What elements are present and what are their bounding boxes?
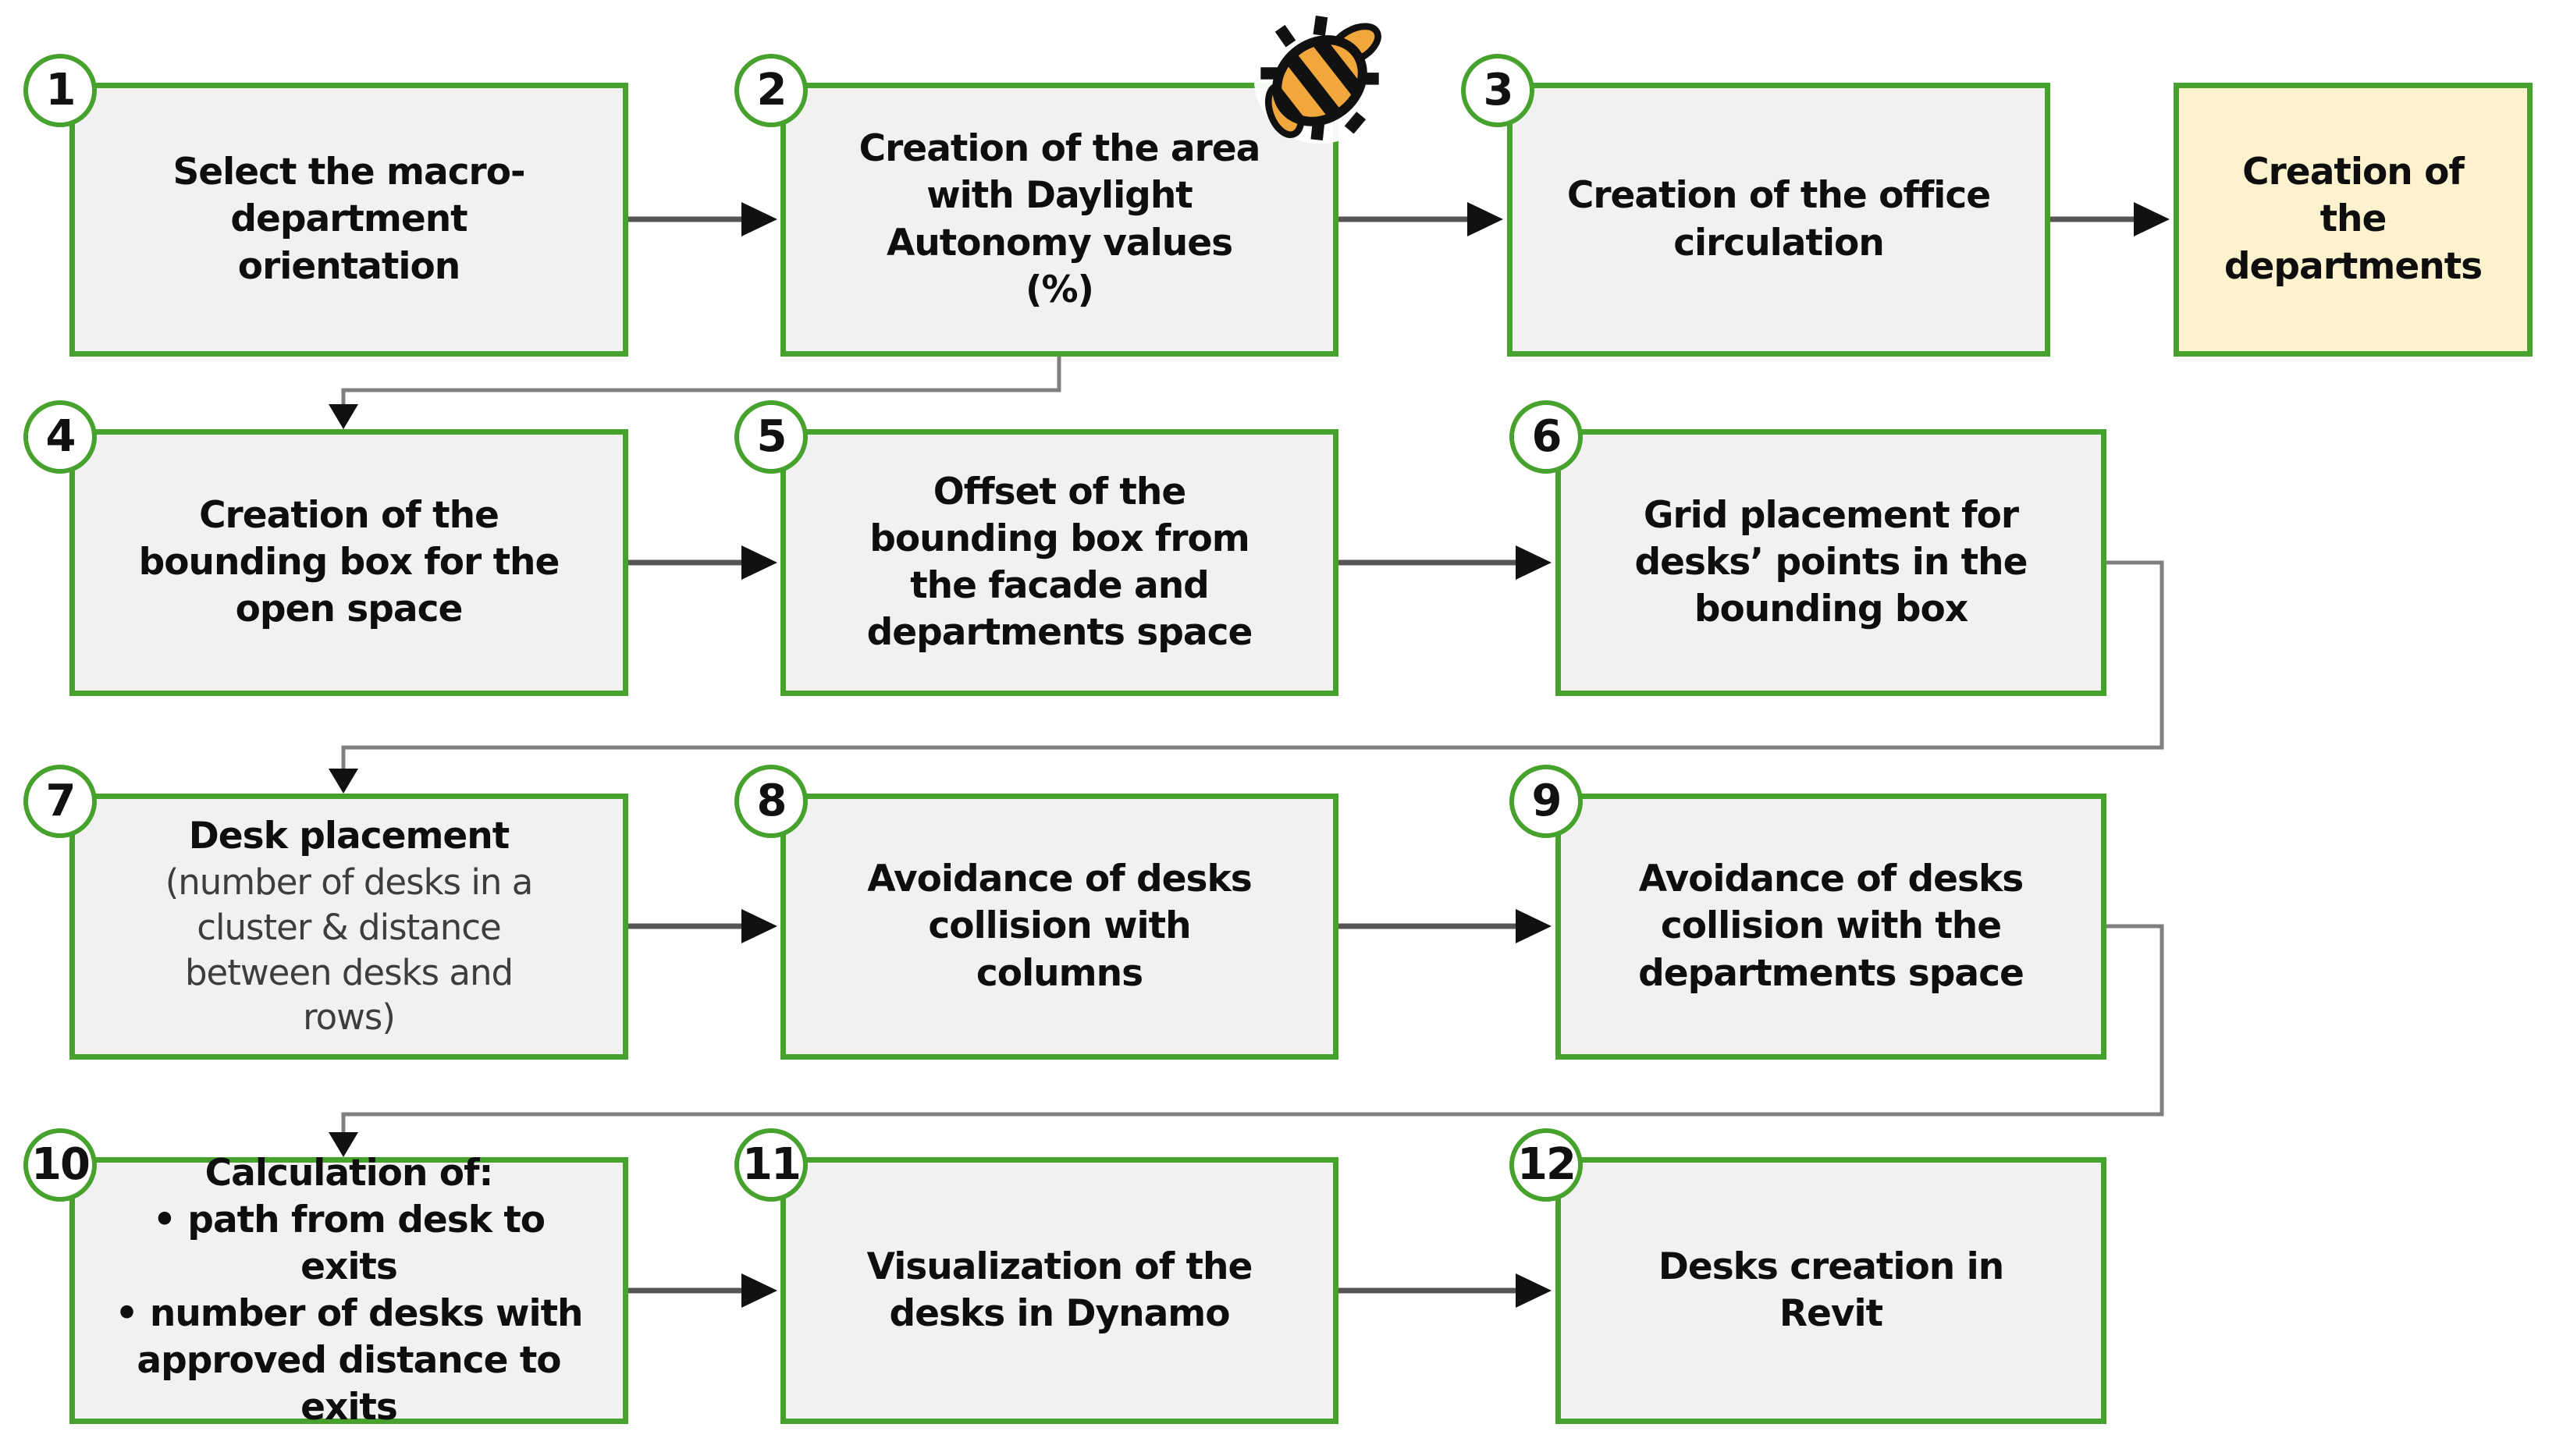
arrow-step5-step6 [1338, 545, 1552, 580]
connector-step6-step7 [329, 560, 2164, 794]
step-10-bullet-1: • path from desk to exits [152, 1198, 546, 1288]
step-number-badge-3: 3 [1461, 54, 1534, 127]
step-box-9: 9 Avoidance of desks collision with the … [1509, 765, 2106, 1060]
step-number-badge-12: 12 [1509, 1128, 1583, 1202]
step-box-11: 11 Visualization of the desks in Dynamo [734, 1128, 1338, 1424]
step-number-badge-9: 9 [1509, 765, 1583, 838]
arrow-step10-step11 [628, 1273, 777, 1308]
arrow-step2-step3 [1338, 202, 1503, 236]
connector-step9-step10 [329, 924, 2164, 1157]
step-box-8: 8 Avoidance of desks collision with colu… [734, 765, 1338, 1060]
step-label-6: Grid placement for desks’ points in the … [1634, 493, 2028, 631]
step-number-7: 7 [45, 776, 76, 827]
departments-label: Creation of the departments [2224, 151, 2483, 288]
step-box-2: 2 Creation of the area with Daylight Aut… [734, 54, 1338, 357]
step-number-11: 11 [742, 1139, 802, 1191]
step-number-badge-1: 1 [23, 54, 97, 127]
step-box-3: 3 Creation of the office circulation [1461, 54, 2050, 357]
arrow-step7-step8 [628, 909, 777, 943]
step-number-10: 10 [31, 1139, 91, 1191]
departments-highlight-box: Creation of the departments [2174, 83, 2533, 357]
arrow-step8-step9 [1338, 909, 1552, 943]
step-label-7: Desk placement [188, 815, 510, 858]
bee-icon [1253, 12, 1386, 144]
step-box-5: 5 Offset of the bounding box from the fa… [734, 400, 1338, 696]
step-label-1: Select the macro-department orientation [172, 151, 525, 288]
connector-step2-step4 [329, 357, 1061, 429]
step-number-badge-11: 11 [734, 1128, 808, 1202]
step-box-7: 7 Desk placement (number of desks in a c… [23, 765, 628, 1060]
step-number-3: 3 [1483, 65, 1514, 116]
step-box-1: 1 Select the macro-department orientatio… [23, 54, 628, 357]
step-number-8: 8 [756, 776, 787, 827]
arrow-step1-step2 [628, 202, 777, 236]
step-label-2: Creation of the area with Daylight Auton… [858, 127, 1261, 311]
step-box-6: 6 Grid placement for desks’ points in th… [1509, 400, 2106, 696]
step-number-badge-4: 4 [23, 400, 97, 474]
step-number-badge-2: 2 [734, 54, 808, 127]
step-box-10: 10 Calculation of: • path from desk to e… [23, 1128, 628, 1429]
step-label-9: Avoidance of desks collision with the de… [1638, 858, 2024, 995]
arrow-step11-step12 [1338, 1273, 1552, 1308]
step-sublabel-7: (number of desks in a cluster & distance… [165, 861, 534, 1039]
step-number-9: 9 [1531, 776, 1562, 827]
step-label-4: Creation of the bounding box for the ope… [138, 493, 560, 631]
step-number-2: 2 [756, 65, 787, 116]
step-number-5: 5 [756, 411, 787, 463]
step-10-bullet-2: • number of desks with approved distance… [115, 1292, 583, 1429]
step-label-3: Creation of the office circulation [1566, 174, 1991, 265]
step-label-5: Offset of the bounding box from the faca… [866, 470, 1253, 655]
step-number-12: 12 [1517, 1139, 1577, 1191]
step-label-12: Desks creation in Revit [1658, 1245, 2004, 1335]
arrow-step3-departments [2050, 202, 2170, 236]
step-label-10: Calculation of: [204, 1151, 494, 1195]
step-number-4: 4 [45, 411, 76, 463]
step-box-4: 4 Creation of the bounding box for the o… [23, 400, 628, 696]
step-box-12: 12 Desks creation in Revit [1509, 1128, 2106, 1424]
step-number-6: 6 [1531, 411, 1562, 463]
step-number-badge-7: 7 [23, 765, 97, 838]
step-number-1: 1 [45, 65, 76, 116]
step-number-badge-5: 5 [734, 400, 808, 474]
step-number-badge-6: 6 [1509, 400, 1583, 474]
step-label-11: Visualization of the desks in Dynamo [866, 1245, 1253, 1335]
arrow-step4-step5 [628, 545, 777, 580]
step-label-8: Avoidance of desks collision with column… [867, 858, 1252, 995]
step-number-badge-8: 8 [734, 765, 808, 838]
step-number-badge-10: 10 [23, 1128, 97, 1202]
